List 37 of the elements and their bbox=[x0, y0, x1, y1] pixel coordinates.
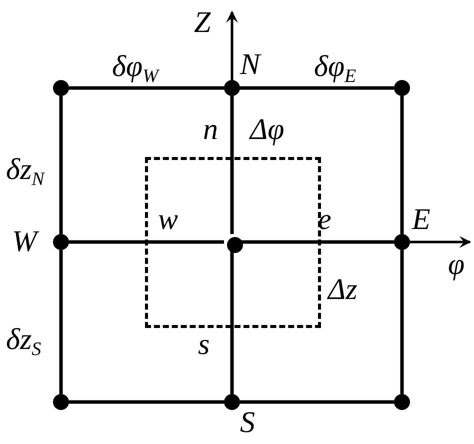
symbol-label: s bbox=[198, 330, 210, 360]
symbol-label: δz$_{N}$ bbox=[6, 155, 44, 185]
symbol-label: Δφ bbox=[250, 115, 284, 145]
grid-line bbox=[69, 400, 224, 404]
control-volume bbox=[145, 157, 321, 328]
grid-line bbox=[69, 240, 224, 244]
point-label: E bbox=[412, 205, 430, 235]
grid-line bbox=[240, 400, 394, 404]
grid-line bbox=[240, 240, 394, 244]
grid-point bbox=[394, 80, 410, 96]
point-label: N bbox=[240, 50, 260, 80]
point-label: W bbox=[12, 227, 37, 257]
grid-line bbox=[59, 250, 63, 394]
symbol-label: δφ$_{E}$ bbox=[314, 52, 356, 82]
grid-line bbox=[240, 86, 394, 90]
grid-line bbox=[59, 96, 63, 234]
grid-line bbox=[400, 96, 404, 234]
grid-point bbox=[394, 234, 410, 250]
symbol-label: w bbox=[158, 205, 178, 235]
grid-line bbox=[230, 250, 234, 394]
symbol-label: Δz bbox=[328, 275, 358, 305]
grid-point bbox=[53, 234, 69, 250]
grid-point bbox=[53, 80, 69, 96]
point-label: S bbox=[240, 408, 255, 438]
grid-point bbox=[224, 394, 240, 410]
grid-point bbox=[224, 80, 240, 96]
grid-point bbox=[227, 237, 243, 253]
grid-line bbox=[230, 96, 234, 234]
symbol-label: δz$_{S}$ bbox=[6, 325, 42, 355]
axis-label: Z bbox=[194, 8, 211, 38]
grid-point bbox=[53, 394, 69, 410]
grid-line bbox=[69, 86, 224, 90]
grid-point bbox=[394, 394, 410, 410]
grid-line bbox=[400, 250, 404, 394]
axis-label: φ bbox=[448, 250, 465, 280]
symbol-label: δφ$_{W}$ bbox=[112, 52, 158, 82]
symbol-label: n bbox=[203, 115, 218, 145]
